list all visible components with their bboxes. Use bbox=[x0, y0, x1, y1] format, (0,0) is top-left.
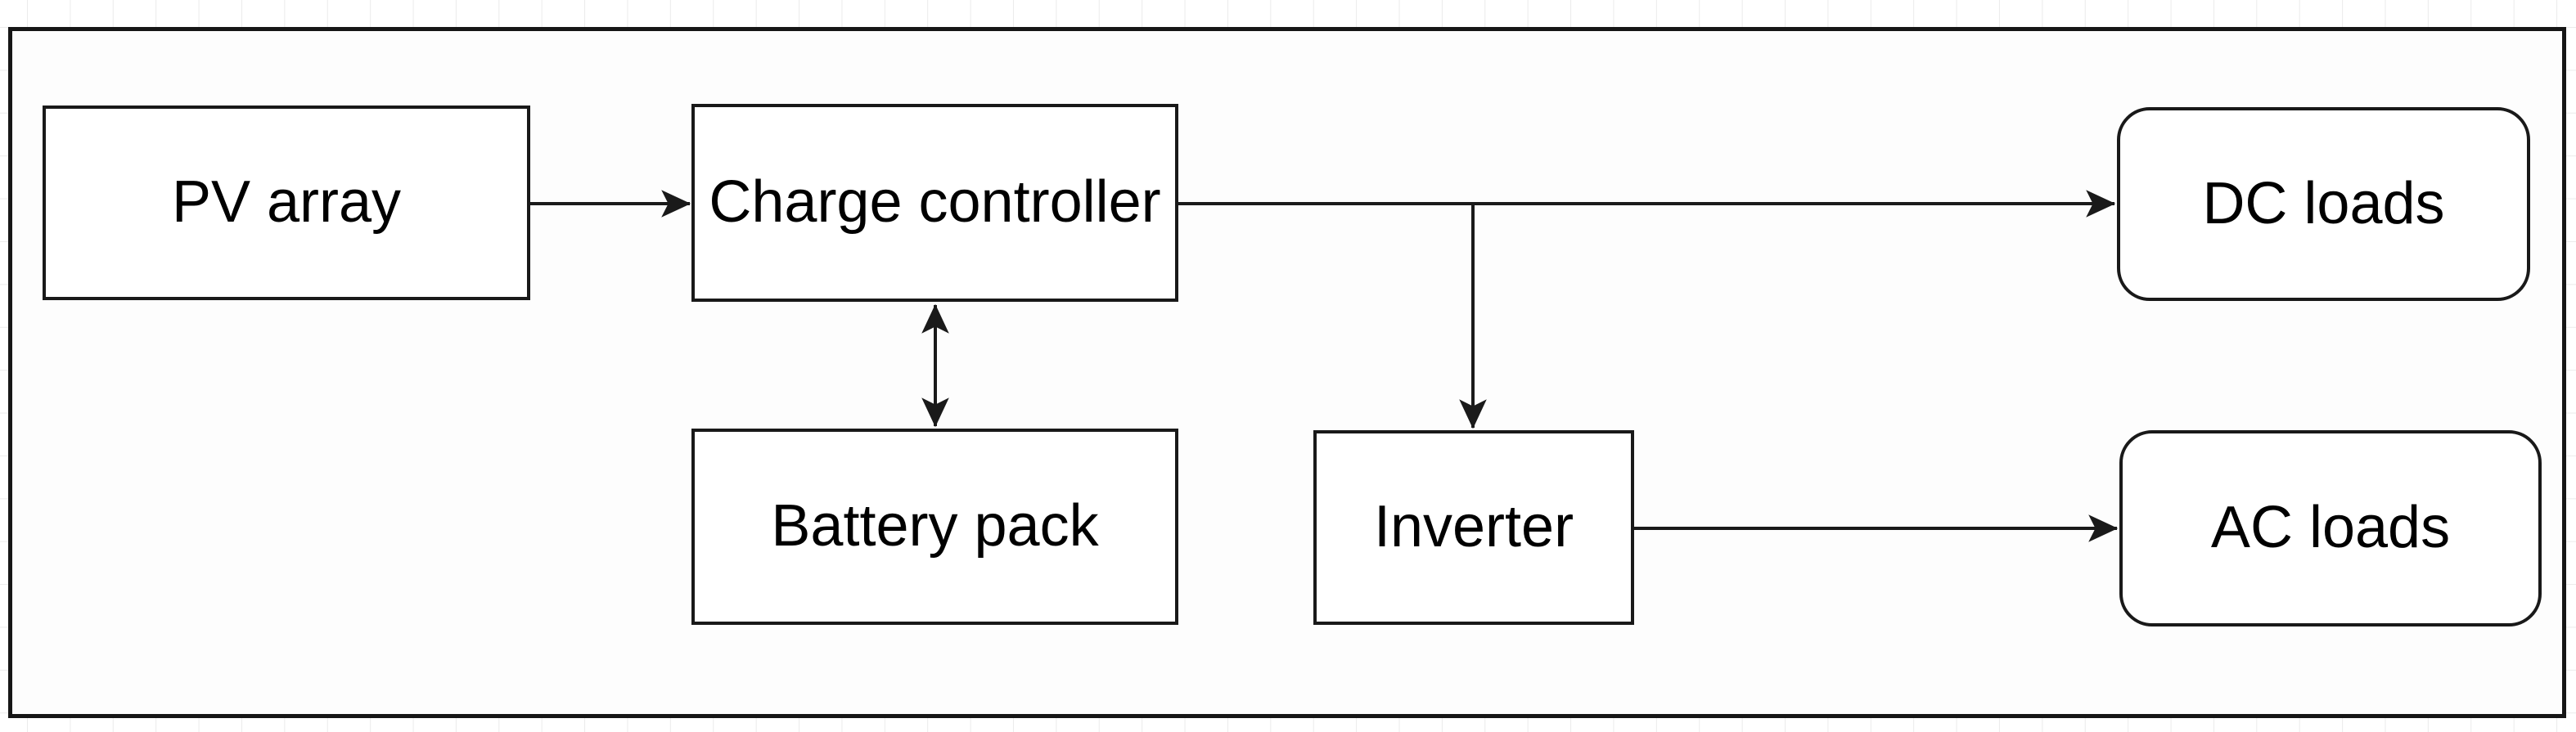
node-pv-array-label: PV array bbox=[171, 169, 402, 236]
node-inverter-label: Inverter bbox=[1373, 494, 1574, 560]
node-ac-loads-label: AC loads bbox=[2210, 495, 2451, 561]
node-charge-controller[interactable]: Charge controller bbox=[691, 104, 1178, 302]
node-pv-array[interactable]: PV array bbox=[43, 106, 530, 300]
node-ac-loads[interactable]: AC loads bbox=[2119, 430, 2542, 626]
node-charge-controller-label: Charge controller bbox=[709, 169, 1161, 236]
node-dc-loads[interactable]: DC loads bbox=[2117, 107, 2530, 301]
node-battery-pack[interactable]: Battery pack bbox=[691, 429, 1178, 625]
node-inverter[interactable]: Inverter bbox=[1313, 430, 1634, 625]
node-battery-pack-label: Battery pack bbox=[771, 493, 1099, 559]
node-dc-loads-label: DC loads bbox=[2202, 170, 2445, 236]
